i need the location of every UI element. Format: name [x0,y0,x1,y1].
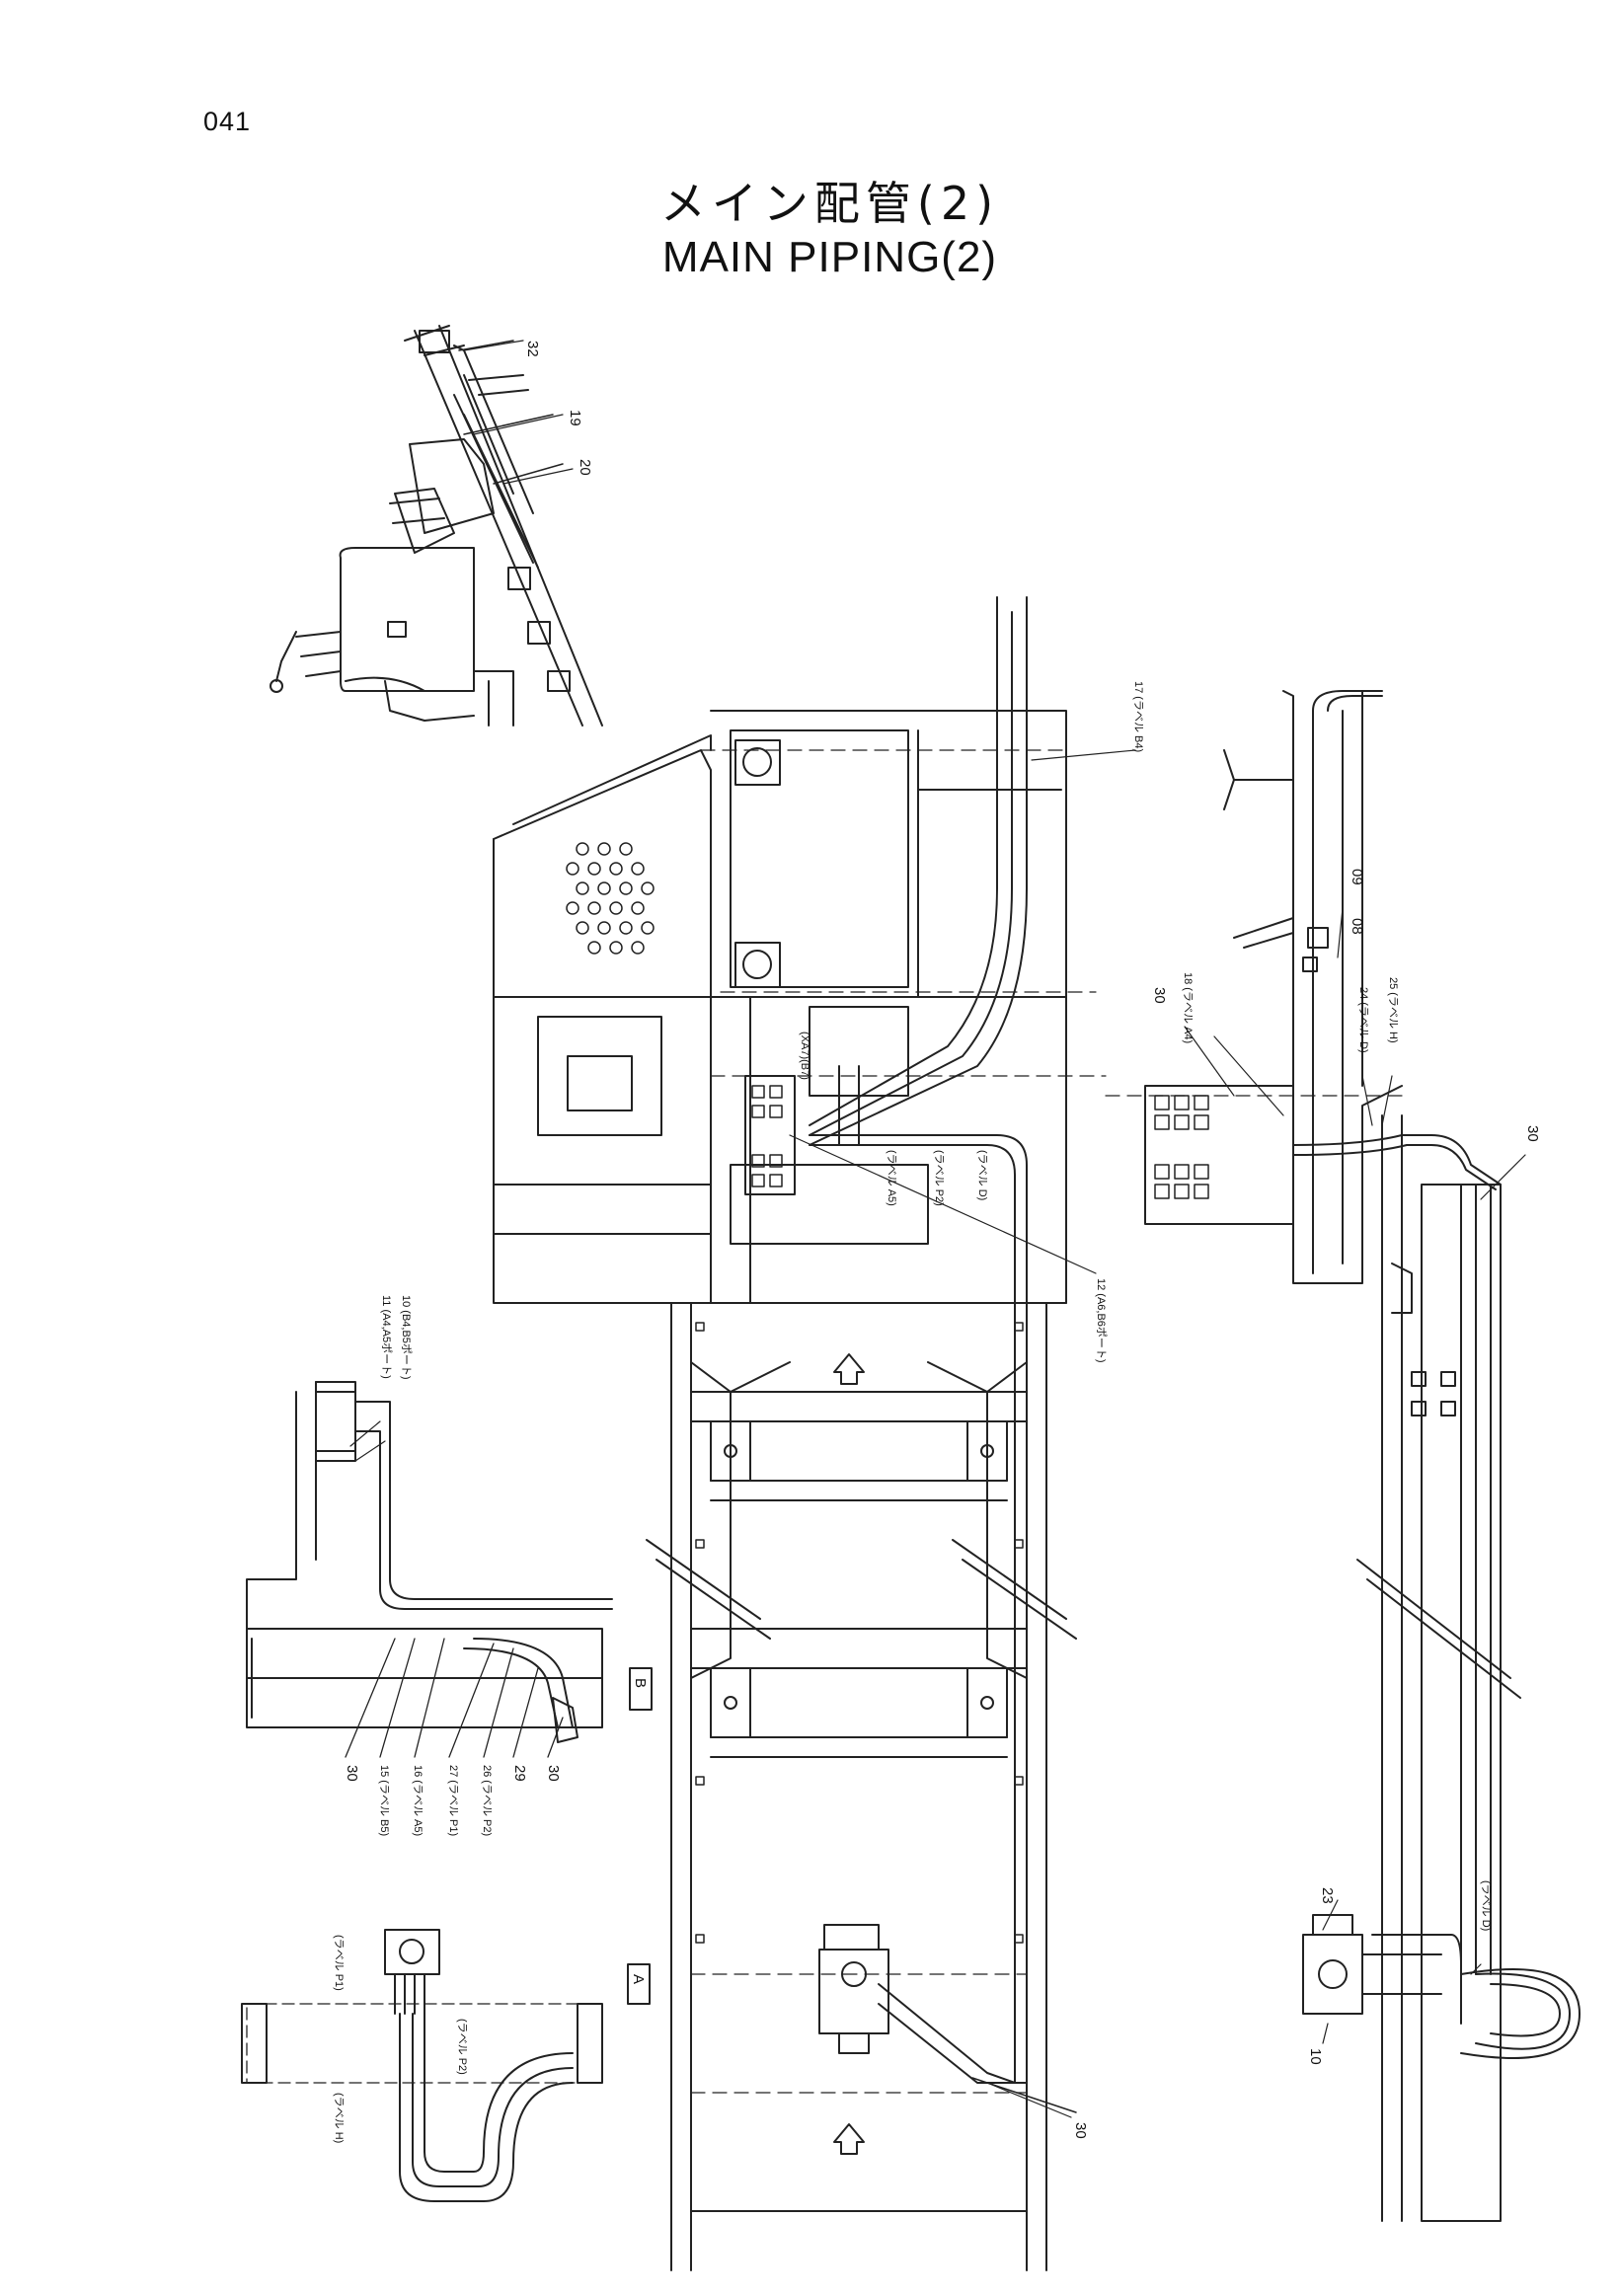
callout-11: 11 (A4,A5ポート) [380,1295,393,1379]
callout-24: 24 (ラベル D) [1357,987,1369,1053]
callout-29: 29 [511,1765,528,1782]
callout-30-right-top: 30 [1151,987,1168,1004]
callout-08: 08 [1349,918,1365,935]
callout-25: 25 (ラベル H) [1387,977,1399,1043]
callout-27: 27 (ラベル P1) [447,1765,459,1836]
callout-10-right: 10 [1307,2048,1324,2065]
page-number: 041 [203,107,252,136]
callout-label-p2-left: (ラベル P2) [456,2019,468,2075]
top-left-boom-detail [270,325,603,727]
callout-32: 32 [524,341,541,357]
callout-16: 16 (ラベル A5) [412,1765,424,1836]
view-marker-a: A [630,1974,647,1984]
callout-30-left-a: 30 [344,1765,360,1782]
callout-leaders [349,340,1526,2118]
callout-18: 18 (ラベル A4) [1182,972,1194,1043]
callout-26: 26 (ラベル P2) [481,1765,493,1836]
callout-label-a5: (ラベル A5) [886,1150,897,1206]
view-marker-b: B [632,1678,649,1688]
view-marker-b-box [629,1667,653,1711]
callout-30-right: 30 [1524,1125,1541,1142]
callout-19: 19 [567,410,583,426]
callout-text: 32 19 20 17 (ラベル B4) 09 08 30 18 (ラベル A4… [333,341,1541,2143]
callout-10-left: 10 (B4,B5ポート) [400,1295,413,1380]
left-bottom-detail [241,1929,651,2202]
callout-label-d-right: (ラベル D) [1480,1880,1492,1931]
callout-label-p2: (ラベル P2) [933,1150,945,1206]
callout-20: 20 [577,459,593,476]
main-cab-outline [493,596,1107,2084]
callout-23: 23 [1319,1887,1336,1904]
title-english: MAIN PIPING(2) [661,233,998,281]
callout-label-d: (ラベル D) [976,1150,988,1200]
callout-15: 15 (ラベル B5) [378,1765,390,1836]
chassis-frame [646,1302,1077,2271]
callout-30-bottom: 30 [1072,2122,1089,2139]
right-side-detail [1105,690,1581,2222]
callout-label-p1: (ラベル P1) [333,1935,345,1991]
title-japanese: メイン配管(2) [659,177,1000,230]
callout-label-h: (ラベル H) [333,2093,345,2143]
callout-12: 12 (A6,B6ポート) [1095,1278,1108,1363]
view-marker-a-box [627,1963,651,2005]
callout-30-left-b: 30 [545,1765,562,1782]
callout-09: 09 [1349,869,1365,885]
left-mid-detail [246,1381,653,1758]
callout-17: 17 (ラベル B4) [1132,681,1144,752]
callout-xa7: (XA7)(B7) [799,1032,810,1080]
